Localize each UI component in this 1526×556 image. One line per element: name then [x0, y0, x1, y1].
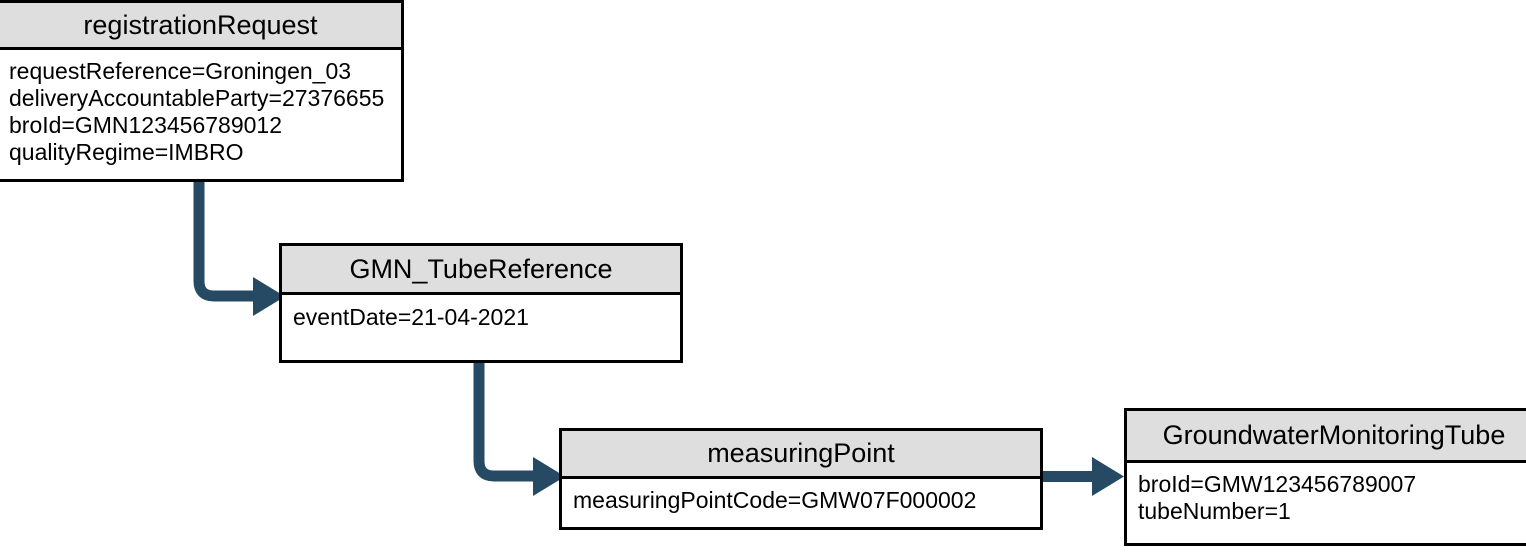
node-measuringpoint-title: measuringPoint — [562, 431, 1040, 479]
attribute-qualityregime: qualityRegime=IMBRO — [9, 139, 244, 165]
node-groundwatermonitoringtube[interactable]: GroundwaterMonitoringTube broId=GMW12345… — [1124, 408, 1526, 546]
node-gmn-tubereference[interactable]: GMN_TubeReference eventDate=21-04-2021 — [279, 243, 683, 363]
attribute-broid: broId=GMW123456789007 — [1138, 471, 1417, 497]
attribute-eventdate: eventDate=21-04-2021 — [293, 304, 529, 330]
node-gmn-tubereference-attributes: eventDate=21-04-2021 — [282, 295, 680, 360]
connector-line — [473, 358, 537, 482]
node-groundwatermonitoringtube-title: GroundwaterMonitoringTube — [1127, 411, 1526, 463]
node-measuringpoint-attributes: measuringPointCode=GMW07F000002 — [562, 479, 1040, 527]
attribute-measuringpointcode: measuringPointCode=GMW07F000002 — [573, 487, 977, 513]
node-registrationrequest-title: registrationRequest — [0, 3, 401, 50]
node-registrationrequest-attributes: requestReference=Groningen_03 deliveryAc… — [0, 50, 401, 179]
node-gmn-tubereference-title: GMN_TubeReference — [282, 246, 680, 295]
connector-gmn-tubereference-to-measuringpoint — [473, 358, 565, 496]
arrowhead-icon — [1092, 457, 1124, 496]
attribute-tubenumber: tubeNumber=1 — [1138, 498, 1291, 524]
connector-line — [193, 176, 257, 302]
attribute-broid: broId=GMN123456789012 — [9, 112, 283, 138]
connector-registrationrequest-to-gmn-tubereference — [193, 176, 285, 316]
node-groundwatermonitoringtube-attributes: broId=GMW123456789007 tubeNumber=1 — [1127, 463, 1526, 543]
attribute-deliveryaccountableparty: deliveryAccountableParty=27376655 — [9, 85, 385, 111]
arrowhead-icon — [253, 277, 285, 316]
node-registrationrequest[interactable]: registrationRequest requestReference=Gro… — [0, 0, 404, 182]
arrowhead-icon — [533, 457, 565, 496]
attribute-requestreference: requestReference=Groningen_03 — [9, 58, 352, 84]
node-measuringpoint[interactable]: measuringPoint measuringPointCode=GMW07F… — [559, 428, 1043, 530]
connector-measuringpoint-to-groundwatermonitoringtube — [1040, 457, 1124, 496]
